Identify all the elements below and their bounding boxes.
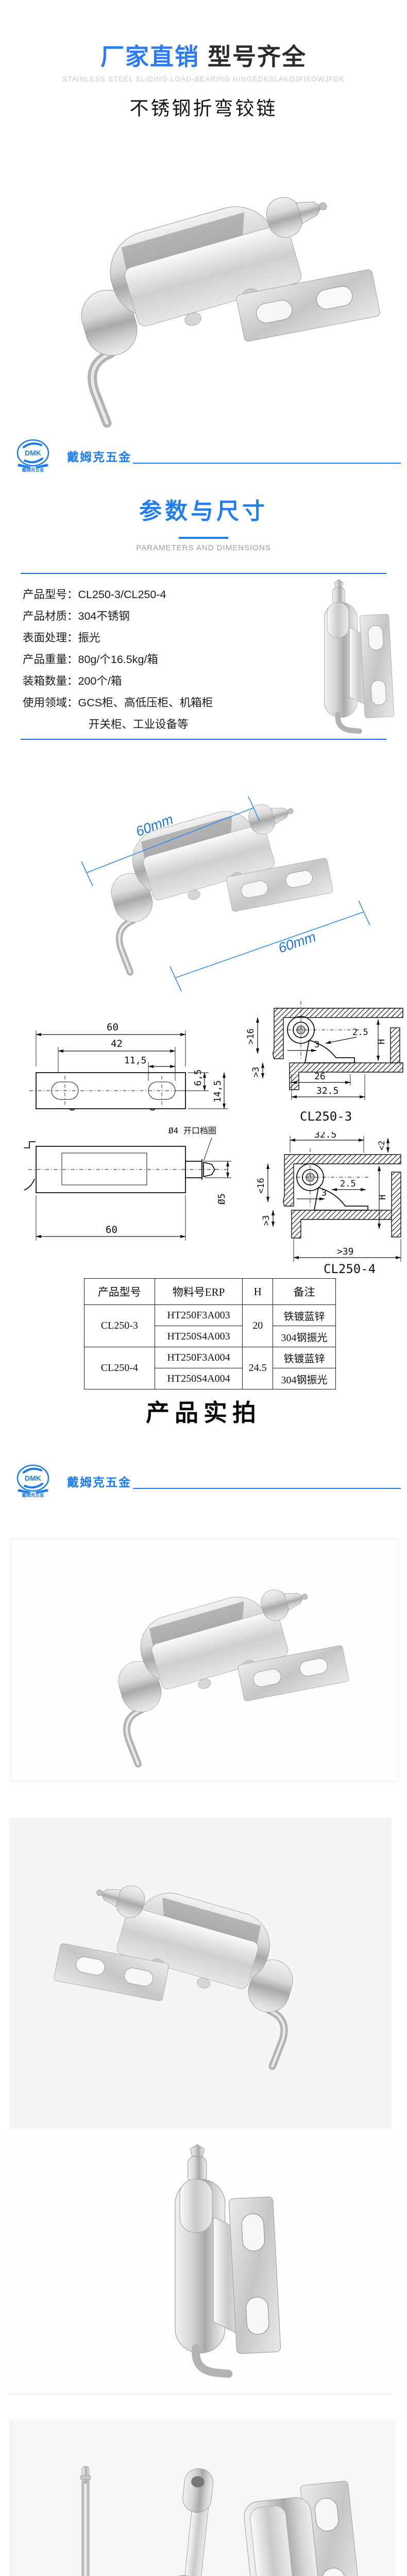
hinge-illustration [278, 578, 407, 739]
col-header-erp: 物料号ERP [154, 1278, 243, 1305]
svg-text:2.5: 2.5 [352, 1027, 368, 1038]
section-title-parameters: 参数与尺寸 [139, 499, 268, 524]
spec-table: 产品型号 物料号ERP H 备注 CL250-3 HT250F3A003 20 … [84, 1278, 336, 1389]
col-header-model: 产品型号 [84, 1278, 155, 1305]
svg-text:Ø4 开口档圈: Ø4 开口档圈 [168, 1126, 216, 1136]
cell-note: 铁镀蓝锌 [272, 1304, 336, 1326]
drawing-label: CL250-3 [300, 1109, 352, 1124]
svg-text:60: 60 [107, 1022, 118, 1033]
drawing-plate-views: 60 42 11,5 6,5 14,5 [24, 1022, 231, 1241]
svg-text:60: 60 [106, 1224, 117, 1235]
cell-note: 铁镀蓝锌 [272, 1347, 336, 1368]
brand-divider [133, 1488, 401, 1489]
product-name: 不锈钢折弯铰链 [129, 98, 278, 119]
real-shot-photo-2 [9, 1818, 392, 2129]
svg-text:>3: >3 [251, 1067, 261, 1077]
annotated-hinge-illustration: 60mm 60mm [81, 740, 370, 992]
divider-top [21, 573, 386, 574]
hinge-illustration [11, 1539, 398, 1781]
hinge-illustration [8, 128, 399, 431]
hinge-parts-illustration [9, 2419, 396, 2576]
hero-product-photo [8, 128, 399, 431]
brand-divider [133, 463, 401, 464]
svg-text:42: 42 [111, 1038, 123, 1049]
brand-logo-abbr: DMK [25, 1474, 41, 1482]
parameter-list: 产品型号：CL250-3/CL250-4 产品材质：304不锈钢 表面处理：振光… [23, 584, 280, 735]
svg-text:Ø5: Ø5 [216, 1193, 227, 1205]
drawing-cl250-4: 32.5 <2 <16 >3 3 2.5 H >39 CL250- [256, 1132, 401, 1275]
svg-text:32.5: 32.5 [314, 1132, 336, 1140]
cell-erp: HT250F3A004 [154, 1347, 243, 1368]
spec-table-header-row: 产品型号 物料号ERP H 备注 [84, 1278, 336, 1305]
drawing-cl250-3: >16 3 2.5 H >3 26 32.5 CL250-3 [246, 1001, 403, 1124]
svg-text:14,5: 14,5 [212, 1080, 223, 1103]
table-row: HT250S4A004 304钢振光 [84, 1368, 336, 1389]
section-subtitle-parameters: PARAMETERS AND DIMENSIONS [136, 544, 271, 552]
hinge-illustration [7, 2132, 393, 2394]
dim-label-60mm-bottom: 60mm [276, 929, 318, 956]
param-row-application: 使用领域：GCS柜、高低压柜、机箱柜 [23, 697, 213, 709]
section-title-real-shots: 产品实拍 [146, 1399, 261, 1426]
cell-note: 304钢振光 [272, 1326, 336, 1347]
brand-logo-icon: DMK 戴姆克五金 [16, 439, 49, 472]
svg-text:H: H [378, 1195, 388, 1200]
brand-name: 戴姆克五金 [67, 450, 131, 464]
drawing-label: CL250-4 [324, 1262, 376, 1275]
cell-h: 24.5 [242, 1347, 273, 1389]
brand-bar: DMK 戴姆克五金 戴姆克五金 [0, 439, 407, 475]
brand-logo-abbr: DMK [25, 449, 41, 457]
page-title-highlight: 厂家直销 [100, 43, 199, 70]
svg-text:3: 3 [321, 1188, 327, 1198]
hinge-illustration [9, 1818, 392, 2129]
table-row: CL250-3 HT250F3A003 20 铁镀蓝锌 [84, 1304, 336, 1347]
page-title: 厂家直销型号齐全 [0, 38, 407, 72]
svg-text:<2: <2 [377, 1141, 386, 1150]
svg-text:11,5: 11,5 [124, 1055, 146, 1066]
brand-bar: DMK 戴姆克五金 戴姆克五金 [0, 1464, 407, 1500]
cell-erp: HT250F3A003 [154, 1304, 243, 1326]
annotated-photo: 60mm 60mm [0, 740, 407, 994]
section-title-underline [179, 537, 228, 539]
technical-drawings: 60 42 11,5 6,5 14,5 [0, 997, 407, 1278]
param-row-application-cont: 开关柜、工业设备等 [89, 718, 189, 731]
cell-h: 20 [242, 1304, 273, 1347]
svg-text:6,5: 6,5 [193, 1069, 204, 1086]
cell-erp: HT250S4A003 [154, 1326, 243, 1347]
col-header-h: H [242, 1278, 273, 1305]
cell-erp: HT250S4A004 [154, 1368, 243, 1389]
page-subtitle-en: STAINLESS STEEL SLIDING LOAD-BEARING HIN… [62, 75, 345, 83]
brand-logo-caption: 戴姆克五金 [22, 467, 44, 472]
svg-text:3: 3 [314, 1040, 319, 1050]
dimension-line-bottom: 60mm [169, 900, 370, 992]
cell-model: CL250-4 [84, 1347, 155, 1389]
svg-text:>16: >16 [246, 1028, 256, 1044]
svg-text:<16: <16 [256, 1178, 266, 1194]
svg-text:>3: >3 [261, 1215, 272, 1226]
brand-logo-caption: 戴姆克五金 [22, 1493, 44, 1498]
svg-text:32.5: 32.5 [316, 1086, 338, 1096]
param-row-weight: 产品重量：80g/个16.5kg/箱 [23, 653, 158, 666]
real-shot-photo-1 [10, 1538, 399, 1782]
real-shot-photo-parts [9, 2419, 396, 2576]
svg-text:2.5: 2.5 [340, 1179, 356, 1189]
svg-text:>39: >39 [337, 1246, 354, 1257]
brand-name: 戴姆克五金 [67, 1476, 131, 1489]
param-row-finish: 表面处理：振光 [23, 632, 100, 644]
param-row-model: 产品型号：CL250-3/CL250-4 [23, 588, 166, 601]
parameter-side-photo [278, 578, 407, 739]
real-shot-photo-3 [7, 2132, 393, 2394]
cell-note: 304钢振光 [272, 1368, 336, 1389]
col-header-note: 备注 [272, 1278, 336, 1305]
param-row-packing: 装箱数量：200个/箱 [23, 675, 122, 687]
svg-text:26: 26 [314, 1071, 326, 1082]
table-row: CL250-4 HT250F3A004 24.5 铁镀蓝锌 [84, 1347, 336, 1389]
param-row-material: 产品材质：304不锈钢 [23, 610, 130, 622]
page-title-rest: 型号齐全 [208, 43, 307, 70]
table-row: HT250S4A003 304钢振光 [84, 1326, 336, 1347]
cell-model: CL250-3 [84, 1304, 155, 1347]
divider-bottom [21, 739, 386, 740]
brand-logo-icon: DMK 戴姆克五金 [16, 1464, 49, 1498]
svg-text:H: H [377, 1039, 387, 1044]
